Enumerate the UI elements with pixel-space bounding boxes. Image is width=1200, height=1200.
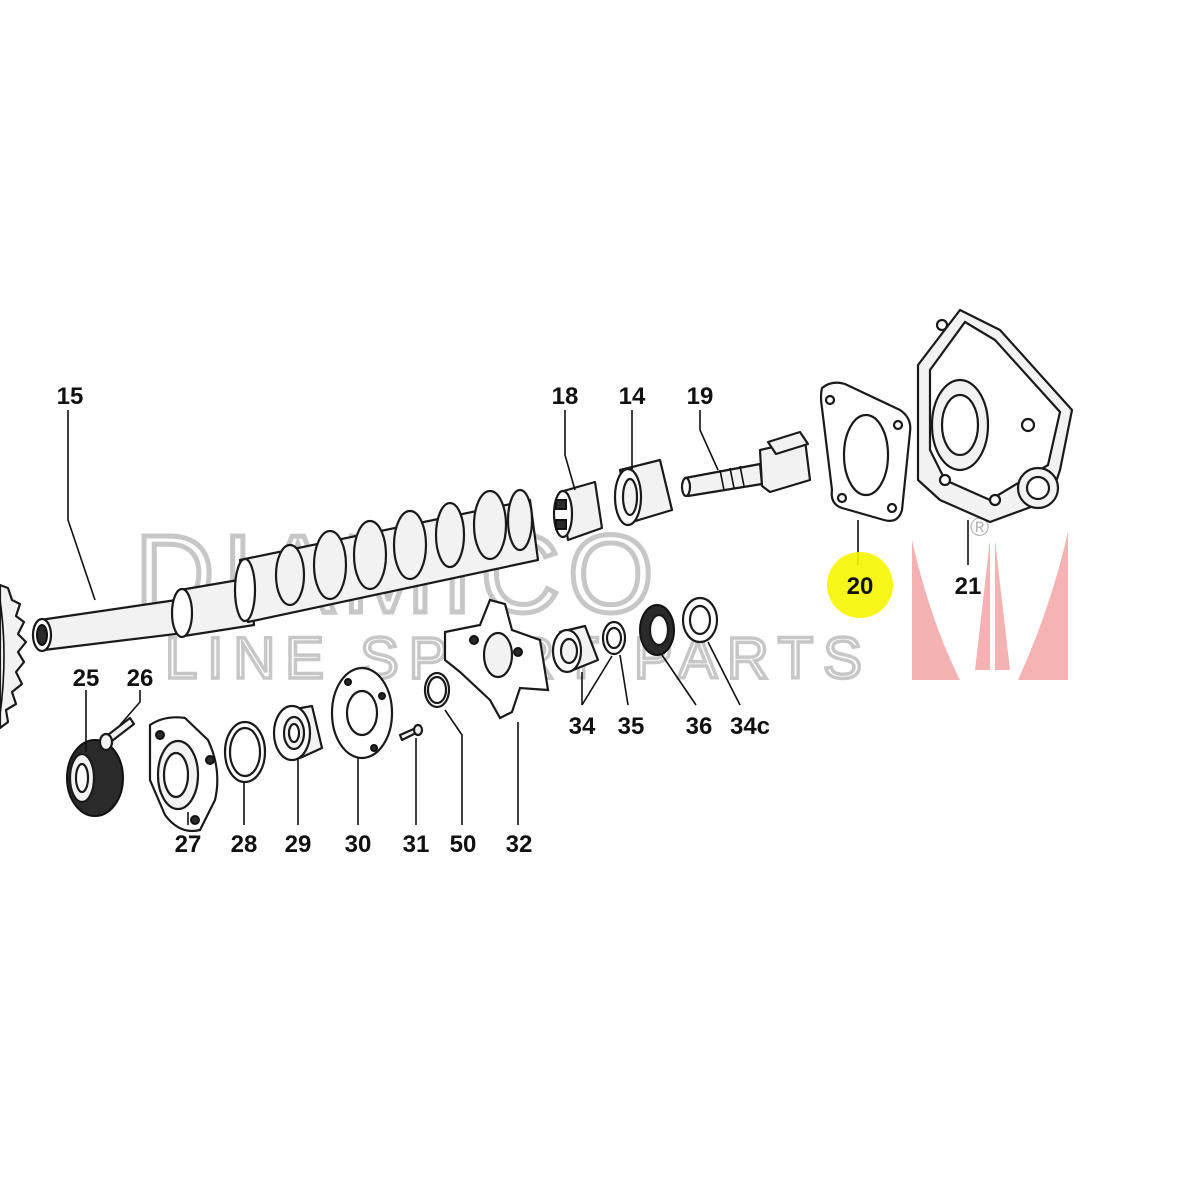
callout-34: 34 — [569, 713, 596, 740]
callout-labels: 15 18 14 19 20 21 25 26 27 28 29 30 31 5… — [57, 383, 982, 858]
pinion-gear — [639, 604, 675, 656]
retaining-ring — [601, 620, 627, 656]
callout-20-highlight — [827, 552, 893, 618]
callout-21: 21 — [955, 573, 982, 600]
watermark-logo — [912, 532, 1068, 680]
callout-14: 14 — [619, 383, 646, 410]
bearing — [613, 458, 674, 527]
screw-small — [398, 723, 424, 742]
callout-27: 27 — [175, 831, 202, 858]
flange-plate — [148, 716, 219, 833]
needle-bearing — [551, 624, 600, 674]
oil-seal — [66, 739, 124, 817]
callout-15: 15 — [57, 383, 84, 410]
callout-31: 31 — [403, 831, 430, 858]
shaft-seal — [272, 704, 324, 762]
camshaft — [31, 488, 540, 653]
callout-18: 18 — [552, 383, 579, 410]
leader-lines — [67, 410, 969, 825]
callout-50: 50 — [450, 831, 477, 858]
drive-shaft — [680, 430, 812, 498]
callout-26: 26 — [127, 665, 154, 692]
timing-gear — [0, 583, 28, 730]
callout-32: 32 — [506, 831, 533, 858]
callout-19: 19 — [687, 383, 714, 410]
cover-plate — [330, 666, 394, 760]
screw-short — [98, 716, 136, 752]
callout-35: 35 — [618, 713, 645, 740]
rotor-cross — [443, 598, 550, 720]
callout-25: 25 — [73, 665, 100, 692]
pump-housing — [916, 308, 1074, 524]
thrust-washer — [681, 596, 719, 644]
o-ring-small — [423, 671, 451, 709]
o-ring-large — [223, 720, 267, 784]
gasket — [819, 381, 912, 522]
callout-36: 36 — [686, 713, 713, 740]
callout-30: 30 — [345, 831, 372, 858]
callout-34c: 34c — [730, 713, 770, 740]
callout-20: 20 — [847, 573, 874, 600]
callout-29: 29 — [285, 831, 312, 858]
bushing — [552, 480, 604, 542]
callout-28: 28 — [231, 831, 258, 858]
